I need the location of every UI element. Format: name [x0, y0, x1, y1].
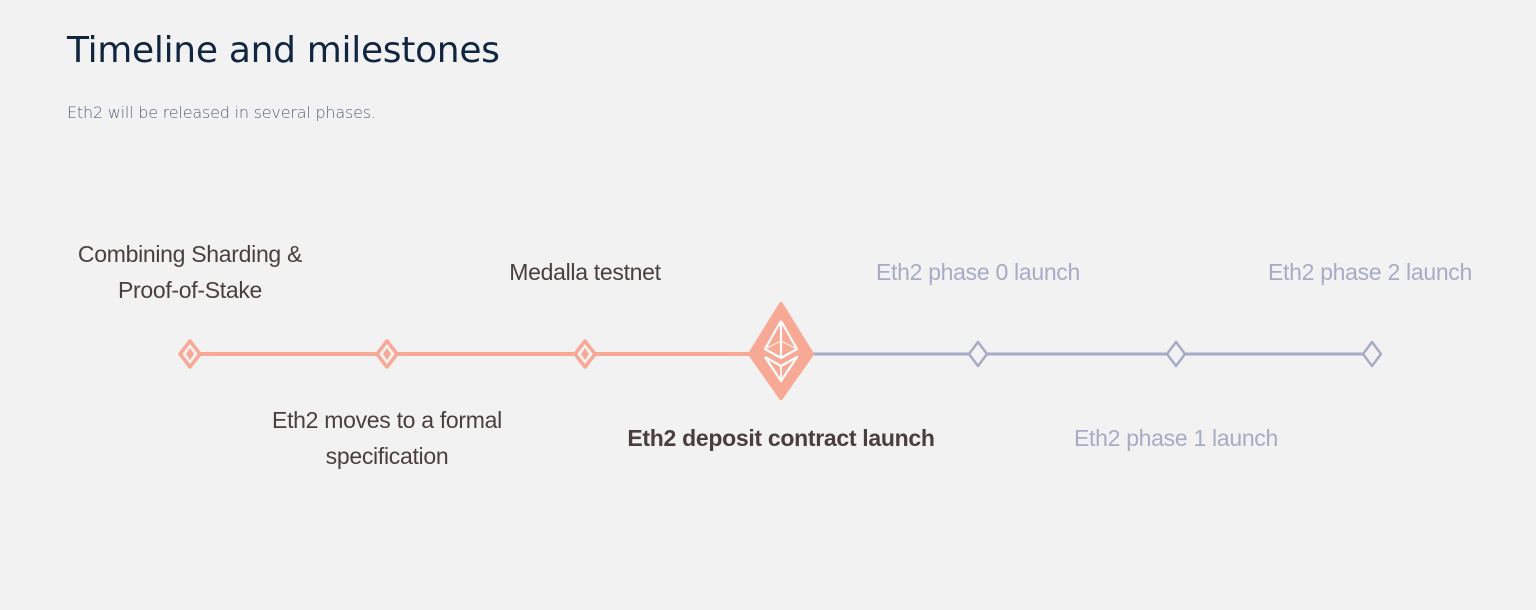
- ethereum-icon[interactable]: [748, 302, 814, 400]
- milestone-label-formal-spec: Eth2 moves to a formal specification: [272, 407, 502, 469]
- milestone-label-sharding-pos: Combining Sharding & Proof-of-Stake: [77, 241, 303, 303]
- diamond-filled-icon[interactable]: [573, 339, 597, 369]
- milestone-label-phase-0: Eth2 phase 0 launch: [875, 259, 1081, 285]
- milestone-label-phase-1: Eth2 phase 1 launch: [1073, 425, 1279, 451]
- page-subtitle: Eth2 will be released in several phases.: [67, 103, 376, 122]
- milestone-label-phase-2: Eth2 phase 2 launch: [1267, 259, 1473, 285]
- diamond-outline-icon[interactable]: [967, 340, 989, 368]
- diamond-filled-icon[interactable]: [375, 339, 399, 369]
- diamond-filled-icon[interactable]: [178, 339, 202, 369]
- milestone-label-medalla: Medalla testnet: [509, 259, 661, 285]
- page-title: Timeline and milestones: [67, 30, 500, 71]
- diamond-outline-icon[interactable]: [1165, 340, 1187, 368]
- diamond-outline-icon[interactable]: [1361, 340, 1383, 368]
- milestone-label-deposit-contract: Eth2 deposit contract launch: [627, 425, 935, 451]
